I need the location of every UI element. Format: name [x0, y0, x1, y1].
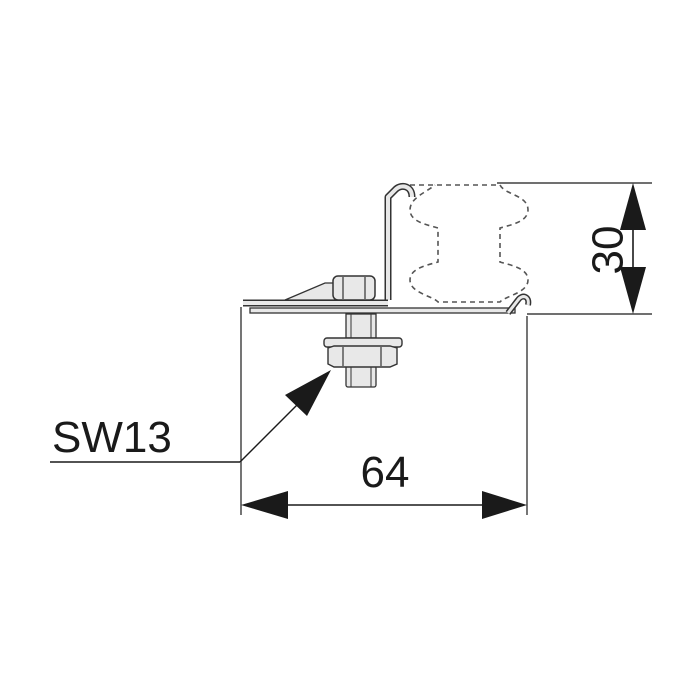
clamp-wedge — [284, 282, 341, 301]
width-arrow-left — [241, 491, 288, 519]
mounting-bracket — [243, 182, 532, 315]
hidden-channel-outline — [409, 184, 529, 303]
height-arrow-top — [620, 183, 646, 230]
bolt-shank — [345, 313, 377, 388]
leader-arrow — [285, 370, 331, 416]
width-dimension: 64 — [240, 307, 528, 519]
wrench-size-leader: SW13 — [50, 370, 331, 463]
height-arrow-bottom — [620, 267, 646, 314]
height-dimension: 30 — [497, 182, 652, 315]
width-arrow-right — [482, 491, 527, 519]
flange-nut — [323, 337, 403, 368]
width-dimension-label: 64 — [361, 448, 410, 497]
height-dimension-label: 30 — [584, 226, 633, 275]
upper-nut — [332, 275, 376, 301]
wrench-size-label: SW13 — [52, 413, 172, 462]
